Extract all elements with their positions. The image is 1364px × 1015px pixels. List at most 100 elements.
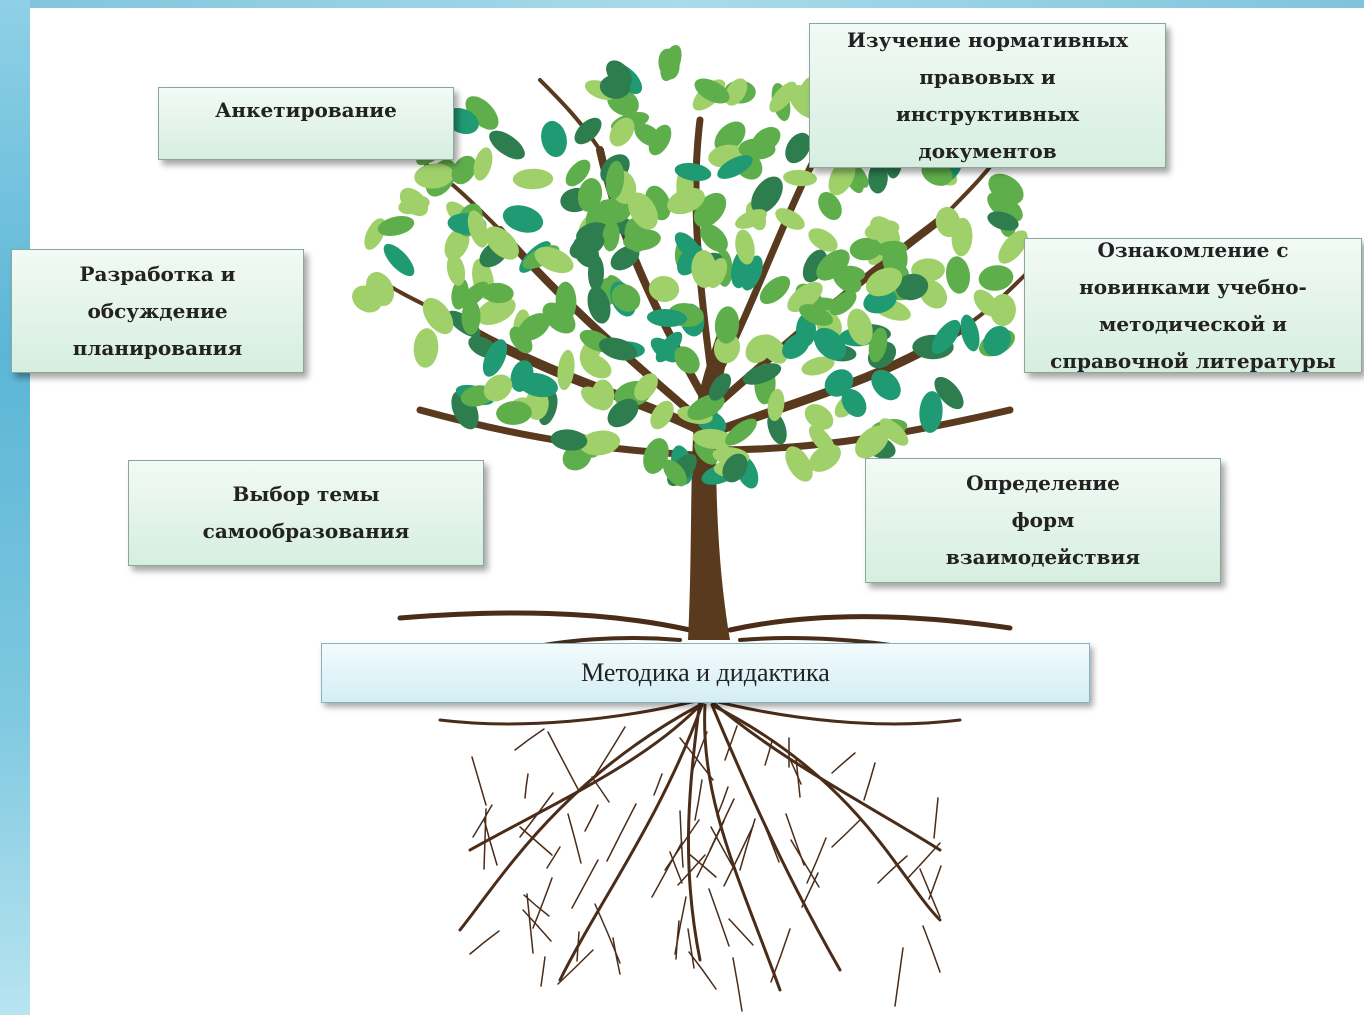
- tree-branch: [496, 226, 704, 424]
- tree-rootlet: [785, 813, 805, 866]
- tree-leaf: [708, 373, 732, 401]
- tree-leaf: [413, 328, 439, 368]
- tree-leaf: [607, 398, 639, 428]
- tree-rootlet: [674, 896, 687, 955]
- tree-leaf: [934, 376, 964, 410]
- box-documents-line-2: правовых и: [919, 64, 1056, 89]
- tree-root: [438, 698, 702, 726]
- tree-leaf: [960, 314, 980, 352]
- tree-rootlet: [739, 818, 756, 871]
- tree-leaf: [599, 75, 631, 99]
- tree-leaf: [919, 391, 943, 433]
- tree-leaf: [674, 346, 700, 374]
- tree-leaf: [482, 339, 508, 377]
- tree-rootlet: [526, 893, 534, 954]
- tree-branch: [538, 78, 602, 152]
- tree-leaf: [366, 272, 394, 306]
- tree-leaf: [868, 327, 888, 363]
- tree-rootlet: [687, 928, 695, 969]
- tree-leaf: [611, 284, 641, 312]
- tree-rootlet: [696, 820, 725, 878]
- box-documents-line-3: инструктивных: [895, 101, 1079, 126]
- box-literature-line-1: Ознакомление с: [1097, 237, 1289, 262]
- tree-leaf: [808, 425, 836, 455]
- tree-rootlet: [922, 925, 941, 973]
- top-edge-stripe: [0, 0, 1364, 8]
- tree-roots: [397, 610, 1013, 1012]
- tree-rootlet: [514, 728, 545, 751]
- tree-leaf: [610, 245, 640, 271]
- tree-leaf: [663, 459, 687, 487]
- tree-rootlet: [933, 797, 939, 839]
- tree-leaf: [398, 195, 430, 215]
- tree-rootlet: [906, 842, 941, 880]
- tree-leaf: [804, 404, 834, 430]
- tree-leaf: [990, 293, 1016, 327]
- tree-rootlet: [928, 865, 942, 900]
- tree-leaf: [580, 353, 612, 379]
- tree-rootlet: [770, 928, 791, 983]
- tree-surface-root: [727, 614, 1013, 633]
- tree-rootlet: [576, 931, 580, 962]
- tree-rootlet: [483, 808, 487, 870]
- tree-rootlet: [764, 740, 773, 766]
- tree-rootlet: [571, 859, 599, 909]
- tree-leaf: [895, 273, 929, 301]
- tree-leaf: [775, 208, 805, 230]
- tree-leaf: [722, 453, 748, 483]
- box-literature: Ознакомление с новинками учебно- методич…: [1024, 238, 1362, 373]
- tree-leaf: [565, 159, 591, 187]
- tree-leaf: [509, 326, 533, 354]
- box-literature-line-3: методической и: [1099, 311, 1287, 336]
- tree-leaf: [714, 306, 740, 344]
- tree-rootlet: [691, 731, 708, 773]
- tree-leaf: [745, 334, 773, 364]
- tree-leaf: [572, 236, 600, 268]
- box-documents-line-1: Изучение нормативных: [846, 27, 1128, 52]
- box-topic-line-1: Выбор темы: [232, 482, 380, 506]
- tree-leaf: [735, 209, 767, 229]
- box-planning-line-1: Разработка и: [79, 261, 236, 286]
- tree-leaf: [473, 147, 493, 181]
- tree-rootlet: [679, 810, 684, 868]
- tree-rootlet: [669, 851, 683, 884]
- tree-rootlet: [653, 773, 663, 796]
- box-survey: Анкетирование: [158, 87, 454, 160]
- tree-leaf: [502, 205, 544, 233]
- tree-leaf: [864, 220, 900, 240]
- tree-leaf: [550, 429, 588, 451]
- tree-leaf: [577, 178, 603, 212]
- tree-leaf: [735, 229, 755, 265]
- tree-leaf: [446, 254, 466, 286]
- tree-leaf: [832, 266, 862, 294]
- box-forms: Определение форм взаимодействия: [865, 458, 1221, 583]
- tree-rootlet: [863, 762, 876, 801]
- tree-root: [710, 703, 942, 922]
- tree-rootlet: [547, 731, 580, 792]
- tree-leaf: [459, 281, 489, 309]
- box-planning-line-3: планирования: [72, 335, 243, 360]
- tree-leaf: [674, 162, 712, 182]
- tree-rootlet: [724, 725, 738, 761]
- tree-leaf: [983, 325, 1011, 357]
- tree-root: [686, 698, 702, 962]
- tree-leaf: [422, 297, 454, 335]
- tree-leaf: [465, 96, 499, 130]
- tree-rootlet: [806, 837, 827, 884]
- tree-leaf: [414, 163, 454, 189]
- tree-leaf: [787, 281, 823, 313]
- tree-leaf: [383, 243, 415, 277]
- tree-leaf: [855, 425, 889, 459]
- tree-rootlet: [472, 804, 493, 838]
- tree-leaf: [555, 281, 577, 321]
- tree-leaf: [876, 240, 908, 258]
- tree-leaf: [973, 289, 999, 317]
- tree-leaf: [598, 337, 638, 361]
- tree-rootlet: [790, 839, 820, 888]
- tree-leaf: [694, 78, 730, 104]
- tree-leaf: [692, 428, 734, 450]
- tree-leaf: [868, 162, 888, 194]
- box-forms-line-2: форм: [1011, 508, 1075, 532]
- tree-leaf: [724, 78, 748, 106]
- tree-leaf: [799, 304, 833, 326]
